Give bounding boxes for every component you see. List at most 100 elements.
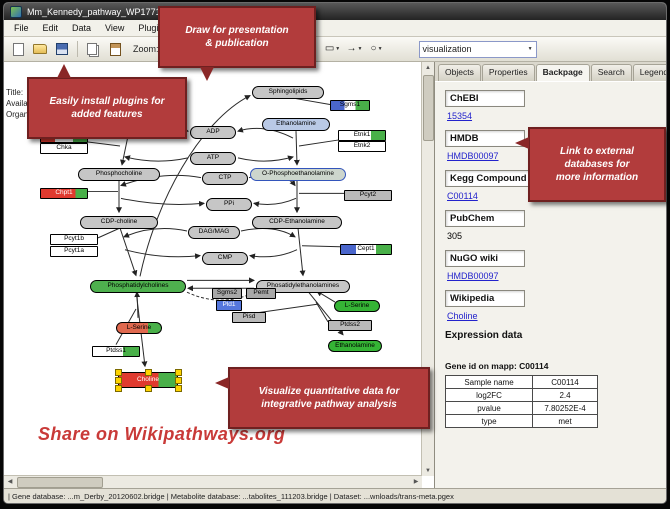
selection-handle[interactable] — [175, 377, 182, 384]
pathway-node-phosphatidylcholines[interactable]: Phosphatidylcholines — [90, 280, 186, 293]
selection-handle[interactable] — [145, 385, 152, 392]
pathway-node-pcyt1a[interactable]: Pcyt1a — [50, 246, 98, 257]
pathway-node-dag-mag[interactable]: DAG/MAG — [188, 226, 240, 239]
pathway-node-cept1[interactable]: Cept1 — [340, 244, 392, 255]
pathway-node-o-phosphoethanolamine[interactable]: O-Phosphoethanolamine — [250, 168, 346, 181]
toolbar-button-copy[interactable] — [83, 39, 103, 59]
selection-handle[interactable] — [115, 377, 122, 384]
toolbar-button-ellipse-tool[interactable]: ○▼ — [367, 39, 387, 59]
callout-tail-icon — [515, 137, 529, 149]
vertical-scrollbar-thumb[interactable] — [423, 75, 434, 141]
toolbar-button-arrow-tool[interactable]: →▼ — [345, 39, 365, 59]
expression-table-cell: Sample name — [445, 375, 533, 389]
pathway-node-ptdss2[interactable]: Ptdss2 — [328, 320, 372, 331]
pathway-node-pld1[interactable]: Pld1 — [216, 300, 242, 311]
pathway-node-cdp-ethanolamine[interactable]: CDP-Ethanolamine — [252, 216, 342, 229]
pathway-node-pcyt2[interactable]: Pcyt2 — [344, 190, 392, 201]
backpage-link[interactable]: Choline — [447, 311, 478, 321]
scroll-down-icon[interactable]: ▼ — [425, 467, 431, 474]
pathway-node-phosphocholine[interactable]: Phosphocholine — [78, 168, 160, 181]
backpage-link[interactable]: C00114 — [447, 191, 478, 201]
menu-item-data[interactable]: Data — [72, 23, 92, 33]
toolbar-file-group — [8, 39, 72, 59]
status-text: | Gene database: ...m_Derby_20120602.bri… — [8, 491, 454, 501]
pathway-node-pemt[interactable]: Pemt — [246, 288, 276, 299]
pathway-node-ethanolamine[interactable]: Ethanolamine — [262, 118, 330, 131]
toolbar-button-rectangle-tool[interactable]: ▭▼ — [323, 39, 343, 59]
arrow-tool-icon: → — [346, 43, 357, 54]
menu-item-file[interactable]: File — [14, 23, 29, 33]
title-bar[interactable]: Mm_Kennedy_pathway_WP1771_45176.gpml — [4, 3, 666, 20]
pathway-canvas[interactable]: Title:AvailaOrganSphingolipidsCholineEth… — [4, 62, 422, 476]
scroll-left-icon[interactable]: ◀ — [7, 479, 13, 485]
backpage-link[interactable]: HMDB00097 — [447, 151, 499, 161]
pathway-node-sgms1[interactable]: Sgms1 — [330, 100, 370, 111]
tab-backpage[interactable]: Backpage — [535, 64, 590, 81]
pathway-node-l-serine[interactable]: L-Serine — [334, 300, 380, 312]
visualization-combobox[interactable]: visualization ▼ — [418, 40, 537, 58]
menu-item-plugins[interactable]: Plugins — [138, 23, 168, 33]
pathway-node-etnk1[interactable]: Etnk1 — [338, 130, 386, 141]
open-folder-icon — [33, 44, 47, 54]
pathway-node-ethanolamine[interactable]: Ethanolamine — [328, 340, 382, 352]
callout-plugins-text: Easily install plugins for added feature… — [49, 96, 165, 120]
pathway-node-adp[interactable]: ADP — [190, 126, 236, 139]
pathway-info-line: Availa — [6, 99, 28, 108]
scroll-right-icon[interactable]: ▶ — [413, 479, 419, 485]
horizontal-scrollbar-thumb[interactable] — [17, 477, 103, 488]
selection-handle[interactable] — [175, 369, 182, 376]
menu-item-view[interactable]: View — [105, 23, 125, 33]
pathway-node-sphingolipids[interactable]: Sphingolipids — [252, 86, 324, 99]
toolbar-button-new-file[interactable] — [8, 39, 28, 59]
pathway-node-l-serine[interactable]: L-Serine — [116, 322, 162, 334]
pathway-node-ctp[interactable]: CTP — [202, 172, 248, 185]
toolbar-edit-group — [83, 39, 125, 59]
pathway-node-ptdss1[interactable]: Ptdss1 — [92, 346, 140, 357]
tab-legend[interactable]: Legend — [632, 64, 666, 81]
new-file-icon — [12, 42, 24, 56]
menu-item-edit[interactable]: Edit — [42, 23, 59, 33]
selection-handle[interactable] — [175, 385, 182, 392]
selection-handle[interactable] — [115, 369, 122, 376]
horizontal-scrollbar[interactable]: ◀ ▶ — [4, 475, 422, 488]
save-icon — [56, 43, 68, 55]
window-title: Mm_Kennedy_pathway_WP1771_45176.gpml — [27, 6, 213, 17]
tab-objects[interactable]: Objects — [438, 64, 481, 81]
pathway-node-atp[interactable]: ATP — [190, 152, 236, 165]
ellipse-tool-icon: ○ — [370, 43, 377, 54]
pathway-node-cmp[interactable]: CMP — [202, 252, 248, 265]
pathway-node-pcyt1b[interactable]: Pcyt1b — [50, 234, 98, 245]
pathway-node-chka[interactable]: Chka — [40, 143, 88, 154]
pathway-node-sgms2[interactable]: Sgms2 — [212, 288, 242, 299]
toolbar-button-save[interactable] — [52, 39, 72, 59]
tab-search[interactable]: Search — [590, 64, 632, 81]
scroll-up-icon[interactable]: ▲ — [425, 64, 431, 71]
toolbar-button-open-folder[interactable] — [30, 39, 50, 59]
toolbar-button-paste[interactable] — [105, 39, 125, 59]
pathway-node-ppi[interactable]: PPi — [206, 198, 252, 211]
expression-table-cell: log2FC — [445, 388, 533, 402]
copy-icon — [87, 43, 97, 55]
pathway-node-cdp-choline[interactable]: CDP-choline — [80, 216, 158, 229]
selection-handle[interactable] — [115, 385, 122, 392]
backpage-section-header: Wikipedia — [445, 290, 525, 307]
backpage-link[interactable]: 15354 — [447, 111, 473, 121]
backpage-link[interactable]: HMDB00097 — [447, 271, 499, 281]
backpage-section-header: NuGO wiki — [445, 250, 525, 267]
pathway-node-phosatidylethanolamines[interactable]: Phosatidylethanolamines — [256, 280, 350, 293]
main-toolbar: Zoom: 100% ▼ ▣▼T▼✎/▼▭▼→▼○▼ visualization… — [4, 37, 666, 62]
expression-table-cell: 7.80252E-4 — [532, 401, 598, 415]
backpage-section-header: ChEBI — [445, 90, 525, 107]
pathway-node-etnk2[interactable]: Etnk2 — [338, 141, 386, 152]
selection-handle[interactable] — [145, 369, 152, 376]
pathway-node-chpt1[interactable]: Chpt1 — [40, 188, 88, 199]
tab-properties[interactable]: Properties — [481, 64, 535, 81]
pathway-node-pisd[interactable]: Pisd — [232, 312, 266, 323]
